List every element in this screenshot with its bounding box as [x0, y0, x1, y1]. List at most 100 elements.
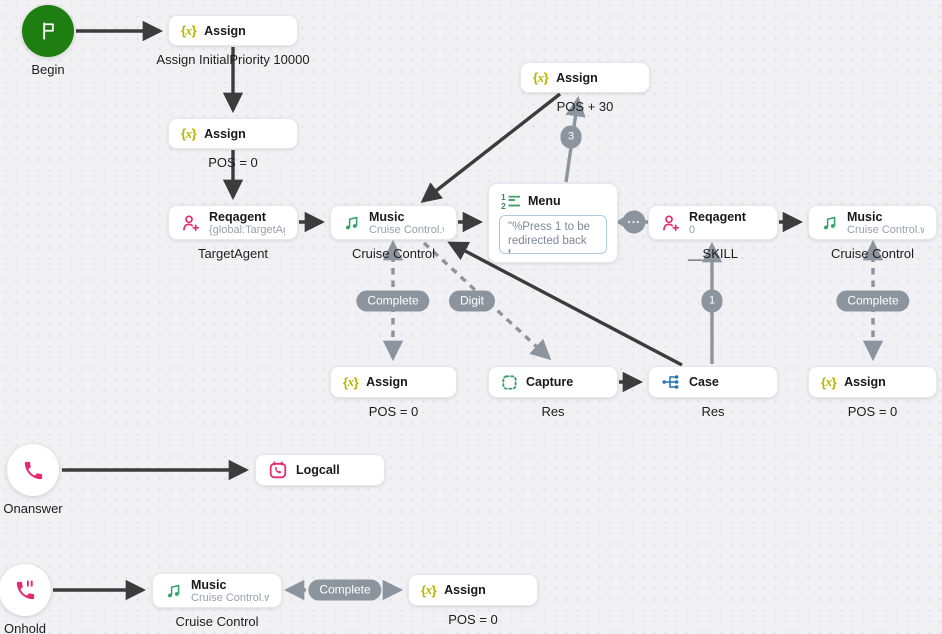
edge-label-music3-assign-complete[interactable]: Complete [308, 579, 382, 601]
node-subtitle: Cruise Control.wav [369, 223, 444, 236]
svg-text:2: 2 [501, 201, 506, 210]
edge-label-case-to-reqagent2[interactable]: 1 [701, 289, 723, 313]
event-label-onanswer: Onanswer [3, 501, 63, 516]
node-title: Assign [444, 583, 486, 597]
assign-icon: {x} [821, 374, 837, 390]
node-caption-case-res: Res [701, 404, 725, 419]
node-subtitle: {global:TargetAgent} [209, 223, 285, 236]
node-text: Assign [366, 375, 408, 389]
assign-icon: {x} [181, 125, 197, 142]
connector-dots-label: ... [627, 212, 641, 226]
event-label-begin: Begin [31, 62, 65, 77]
node-subtitle: Cruise Control.wav [191, 591, 269, 604]
node-subtitle: Cruise Control.wav [847, 223, 924, 236]
node-caption-assign-pos0-d: POS = 0 [448, 612, 498, 627]
node-caption-assign-pos30: POS + 30 [556, 99, 614, 114]
node-title: Logcall [296, 463, 340, 477]
node-reqagent-target[interactable]: Reqagent{global:TargetAgent} [168, 205, 298, 240]
node-text: Logcall [296, 463, 340, 477]
phone-hold-icon [14, 579, 37, 602]
node-text: Capture [526, 375, 573, 389]
node-title: Music [191, 577, 227, 592]
node-assign-initial[interactable]: {x} Assign [168, 15, 298, 46]
node-caption-reqagent-target: TargetAgent [197, 246, 269, 261]
node-text: Assign [556, 71, 598, 85]
event-node-onanswer[interactable] [7, 444, 59, 496]
node-assign-pos0-c[interactable]: {x} Assign [808, 366, 937, 398]
edge-label-music-assign-complete[interactable]: Complete [356, 290, 430, 312]
reqagent-icon [181, 214, 201, 232]
music-icon [343, 214, 361, 232]
edge-music-capture-digit[interactable] [422, 241, 552, 361]
node-title: Assign [556, 70, 598, 85]
capture-icon [501, 374, 518, 391]
node-caption-music-hold: Cruise Control [175, 614, 259, 629]
node-title: Assign [844, 375, 886, 389]
node-title: Menu [528, 194, 561, 208]
node-capture-res[interactable]: Capture [488, 366, 618, 398]
node-caption-music-right: Cruise Control [830, 246, 915, 261]
node-text: Assign [844, 375, 886, 389]
event-node-onhold[interactable] [0, 564, 51, 616]
node-logcall[interactable]: Logcall [255, 454, 385, 486]
node-text: Assign [444, 583, 486, 597]
event-label-onhold: Onhold [4, 621, 46, 634]
node-title: Assign [204, 23, 246, 38]
flag-icon [36, 19, 60, 43]
case-icon [661, 373, 681, 391]
node-assign-pos0-a[interactable]: {x} Assign [168, 118, 298, 149]
node-text: Assign [204, 127, 246, 141]
node-text: Assign [204, 24, 246, 38]
svg-text:1: 1 [501, 192, 506, 202]
edge-assign30-to-music[interactable] [420, 92, 562, 203]
node-text: Reqagent{global:TargetAgent} [209, 210, 285, 236]
node-caption-reqagent-skill: __SKILL [688, 246, 738, 261]
assign-icon: {x} [343, 374, 359, 390]
edge-case-to-music[interactable] [447, 241, 683, 367]
node-title: Reqagent [689, 209, 746, 224]
edge-label-music2-assign-complete[interactable]: Complete [836, 290, 910, 312]
node-caption-assign-pos0-b: POS = 0 [368, 404, 419, 419]
assign-icon: {x} [421, 582, 437, 598]
node-text: Case [689, 375, 719, 389]
phone-icon [22, 459, 45, 482]
node-title: Capture [526, 375, 574, 389]
node-subtitle: 0 [689, 223, 696, 236]
node-caption-assign-pos0-a: POS = 0 [208, 155, 258, 170]
node-title: Assign [366, 375, 408, 389]
node-caption-capture-res: Res [541, 404, 565, 419]
node-title: Assign [204, 126, 246, 141]
node-caption-assign-pos0-c: POS = 0 [847, 404, 898, 419]
node-case-res[interactable]: Case [648, 366, 778, 398]
node-assign-pos0-b[interactable]: {x} Assign [330, 366, 457, 398]
event-node-begin[interactable] [22, 5, 74, 57]
node-assign-pos0-d[interactable]: {x} Assign [408, 574, 538, 606]
music-icon [821, 214, 839, 232]
edge-label-music-capture-digit[interactable]: Digit [448, 290, 496, 312]
node-title: Music [369, 209, 405, 224]
node-title: Case [689, 375, 719, 389]
assign-icon: {x} [181, 22, 197, 39]
logcall-icon [268, 460, 288, 480]
music-icon [165, 582, 183, 600]
node-title: Music [847, 209, 883, 224]
node-caption-music-main: Cruise Control [351, 246, 436, 261]
menu-branches-connector[interactable] [616, 210, 646, 234]
assign-icon: {x} [533, 69, 549, 86]
edge-label-menu-to-assign30[interactable]: 3 [560, 125, 582, 149]
node-assign-pos30[interactable]: {x} Assign [520, 62, 650, 93]
node-caption-assign-initial: Assign InitialPriority 10000 [156, 52, 310, 67]
reqagent-icon [661, 214, 681, 232]
